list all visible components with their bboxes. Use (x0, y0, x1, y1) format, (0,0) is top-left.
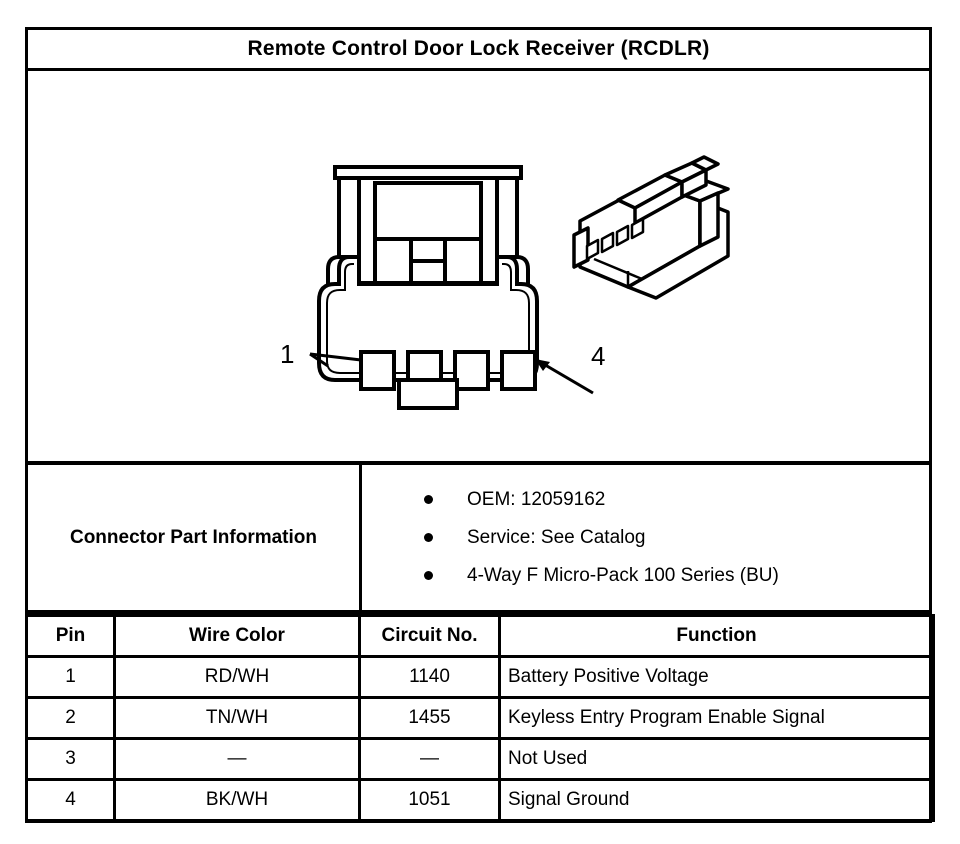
cell-wire-color: BK/WH (113, 778, 361, 822)
part-bullet-item: Service: See Catalog (424, 519, 929, 557)
table-row: 2 TN/WH 1455 Keyless Entry Program Enabl… (25, 696, 935, 740)
pin-1-leader (309, 352, 362, 368)
terminal-cavities (359, 350, 537, 391)
part-information-bullets: OEM: 12059162 Service: See Catalog 4-Way… (362, 465, 929, 610)
bullet-dot-icon (424, 571, 433, 580)
page-title: Remote Control Door Lock Receiver (RCDLR… (247, 37, 710, 60)
cell-function: Not Used (498, 737, 935, 781)
table-row: 1 RD/WH 1140 Battery Positive Voltage (25, 655, 935, 699)
part-bullet-item: 4-Way F Micro-Pack 100 Series (BU) (424, 557, 929, 595)
bullet-dot-icon (424, 495, 433, 504)
connector-iso-body (572, 155, 730, 300)
part-bullet-text: 4-Way F Micro-Pack 100 Series (BU) (467, 564, 779, 586)
part-information-label: Connector Part Information (69, 526, 317, 548)
connector-illustration: 1 4 (280, 155, 730, 410)
cell-circuit-no: 1051 (358, 778, 501, 822)
cell-pin: 4 (25, 778, 116, 822)
cell-function: Signal Ground (498, 778, 935, 822)
cell-wire-color: TN/WH (113, 696, 361, 740)
pin-assignment-table: Pin Wire Color Circuit No. Function 1 RD… (25, 614, 935, 822)
table-row: 4 BK/WH 1051 Signal Ground (25, 778, 935, 822)
title-bar: Remote Control Door Lock Receiver (RCDLR… (25, 27, 932, 71)
table-row: 3 — — Not Used (25, 737, 935, 781)
header-function: Function (498, 614, 935, 658)
table-header-row: Pin Wire Color Circuit No. Function (25, 614, 935, 658)
header-pin: Pin (25, 614, 116, 658)
connector-front-view (309, 165, 594, 410)
cell-function: Keyless Entry Program Enable Signal (498, 696, 935, 740)
connector-part-information-row: Connector Part Information OEM: 12059162… (25, 465, 932, 614)
cell-wire-color: — (113, 737, 361, 781)
part-bullet-item: OEM: 12059162 (424, 481, 929, 519)
bullet-dot-icon (424, 533, 433, 542)
cell-wire-color: RD/WH (113, 655, 361, 699)
cell-pin: 2 (25, 696, 116, 740)
header-circuit-no: Circuit No. (358, 614, 501, 658)
part-information-label-cell: Connector Part Information (28, 465, 362, 610)
part-bullet-text: OEM: 12059162 (467, 488, 606, 510)
cell-pin: 3 (25, 737, 116, 781)
pin-4-callout: 4 (591, 341, 605, 371)
header-wire-color: Wire Color (113, 614, 361, 658)
part-bullet-text: Service: See Catalog (467, 526, 646, 548)
cell-pin: 1 (25, 655, 116, 699)
illustration-panel: 1 4 (25, 71, 932, 465)
cell-function: Battery Positive Voltage (498, 655, 935, 699)
cell-circuit-no: 1140 (358, 655, 501, 699)
pin-1-callout: 1 (280, 339, 294, 369)
cell-circuit-no: — (358, 737, 501, 781)
cell-circuit-no: 1455 (358, 696, 501, 740)
